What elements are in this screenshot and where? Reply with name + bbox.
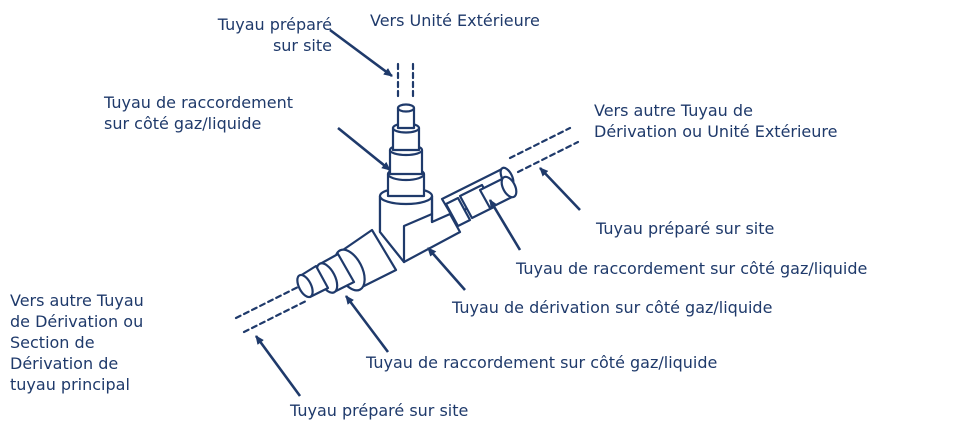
arrow-connecting-pipe-right [488, 199, 522, 251]
arrow-field-pipe-right [539, 167, 581, 211]
arrow-branch-pipe [427, 247, 466, 291]
label-field-pipe-top: Tuyau préparé sur site [217, 15, 332, 55]
label-to-other-branch-right: Vers autre Tuyau de Dérivation ou Unité … [594, 101, 838, 141]
arrow-field-pipe-top [329, 28, 393, 78]
arrow-field-pipe-bottom [254, 335, 302, 397]
arrow-connecting-pipe-top [337, 126, 391, 172]
field-pipe-right-dashed [508, 126, 580, 174]
label-connecting-pipe-bottom: Tuyau de raccordement sur côté gaz/liqui… [366, 353, 718, 372]
field-pipe-left-dashed [234, 284, 310, 334]
arrow-connecting-pipe-bottom [344, 295, 390, 353]
field-pipe-top-dashed [396, 62, 415, 98]
top-branch [386, 103, 426, 198]
label-field-pipe-bottom: Tuyau préparé sur site [290, 401, 469, 420]
leader-arrows [254, 28, 581, 397]
right-branch [440, 166, 518, 228]
label-connecting-pipe-right: Tuyau de raccordement sur côté gaz/liqui… [516, 259, 868, 278]
left-branch [296, 228, 398, 299]
label-field-pipe-right: Tuyau préparé sur site [596, 219, 775, 238]
label-to-other-branch-left: Vers autre Tuyau de Dérivation ou Sectio… [10, 291, 144, 394]
label-to-outdoor-unit: Vers Unité Extérieure [370, 11, 540, 30]
label-connecting-pipe-top: Tuyau de raccordement sur côté gaz/liqui… [104, 93, 293, 133]
label-branch-pipe: Tuyau de dérivation sur côté gaz/liquide [452, 298, 773, 317]
